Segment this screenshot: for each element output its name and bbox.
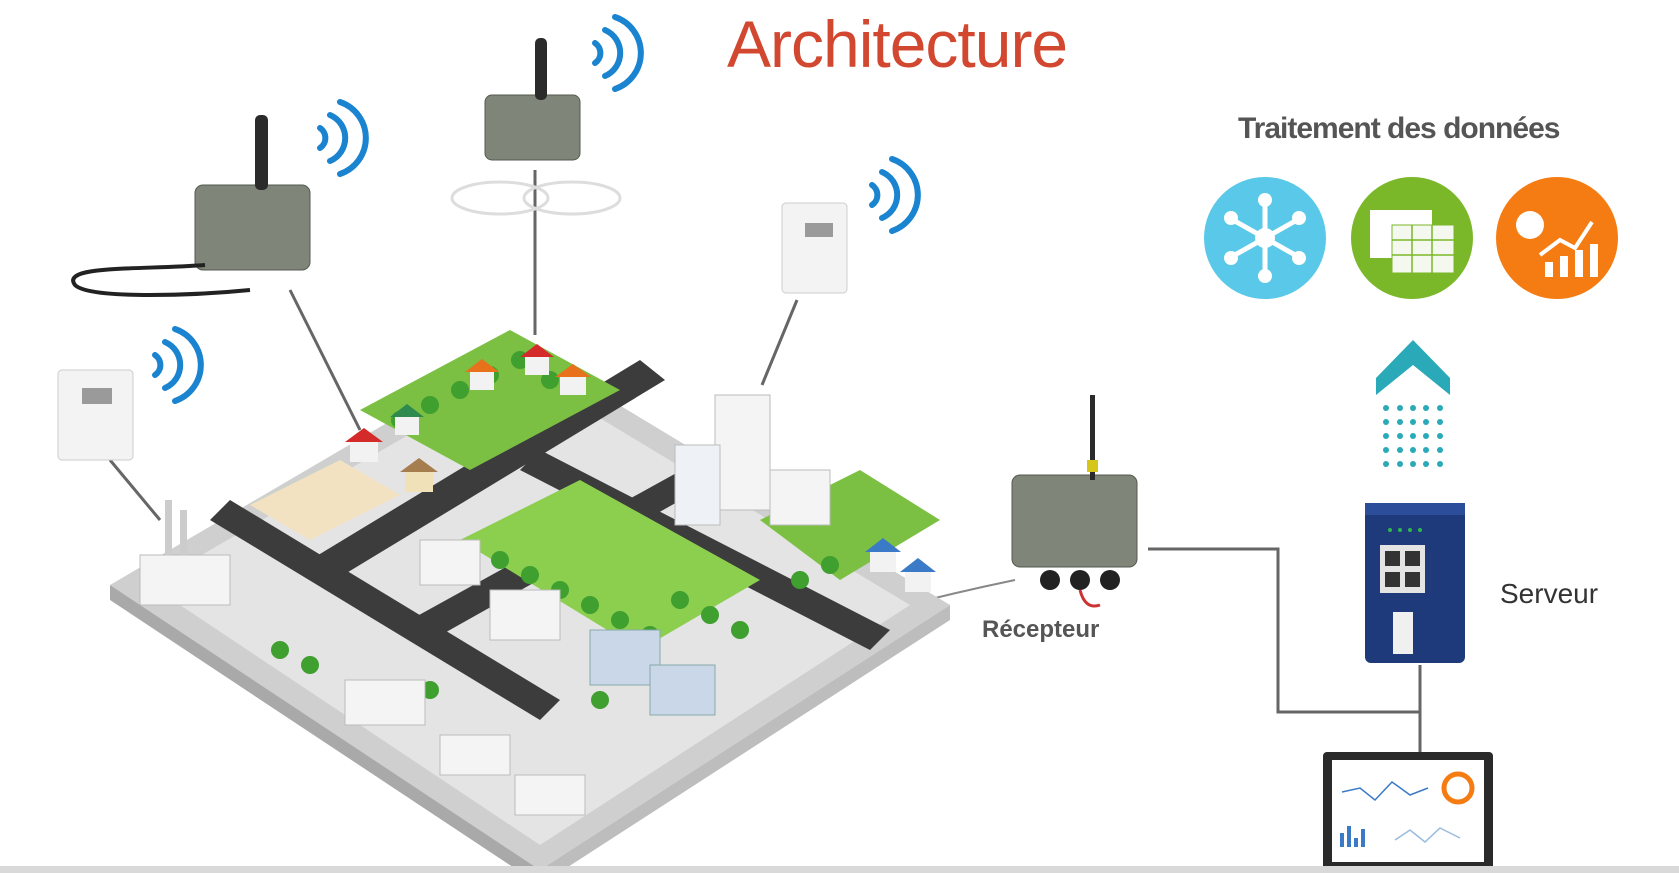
sensor-device-3 xyxy=(781,202,848,294)
receiver-device xyxy=(1011,395,1138,608)
wifi-icon-3 xyxy=(869,156,921,234)
wifi-icon-4 xyxy=(152,326,204,404)
bottom-divider xyxy=(0,866,1679,873)
wifi-signal-icons xyxy=(152,14,921,404)
sensor-device-4 xyxy=(57,369,134,461)
sensor-link-1 xyxy=(288,289,362,431)
monitor-dashboard xyxy=(1323,752,1493,870)
server-label: Serveur xyxy=(1500,578,1599,609)
wifi-icon-1 xyxy=(317,99,369,177)
sensor-link-3 xyxy=(760,299,799,386)
sensor-device-1 xyxy=(71,115,311,297)
analytics-chart-icon xyxy=(1496,177,1618,299)
wifi-icon-2 xyxy=(592,14,644,92)
receiver-label: Récepteur xyxy=(982,616,1100,643)
upload-arrow-icon xyxy=(1376,340,1450,467)
page-title: Architecture xyxy=(727,7,1068,81)
data-processing-heading: Traitement des données xyxy=(1238,112,1560,145)
receiver-server-link xyxy=(1148,547,1420,714)
sensor-device-2 xyxy=(450,38,622,216)
smart-city-illustration xyxy=(110,330,950,873)
network-hub-icon xyxy=(1204,177,1326,299)
server-device xyxy=(1365,503,1465,663)
sensor-link-4 xyxy=(108,459,162,521)
spreadsheet-icon xyxy=(1351,177,1473,299)
sensor-links xyxy=(108,170,1422,755)
